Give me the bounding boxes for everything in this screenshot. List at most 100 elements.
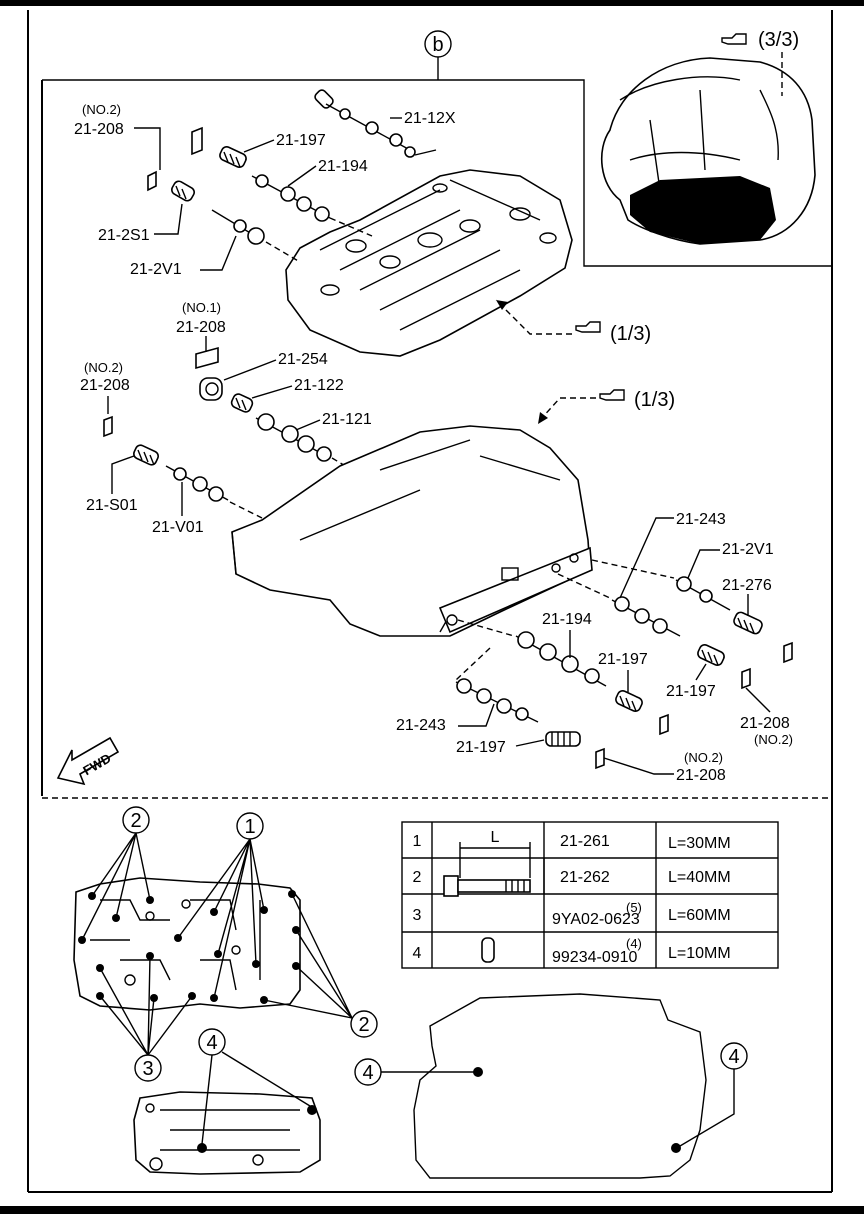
ref-3-3-hand-icon (721, 33, 747, 45)
leader-21-197-a (243, 139, 275, 153)
callout-4-left-leaders (201, 1051, 311, 1145)
leader-21-254 (223, 359, 277, 381)
callout-2-top-leaders (81, 832, 151, 941)
part-21-2v1-valve-a (211, 209, 265, 245)
fwd-direction-arrow: FWD (56, 736, 120, 786)
part-21-208-clip-no2-e (595, 713, 669, 770)
callout-3-leaders (99, 955, 193, 1056)
ref-1-3-top-leader (495, 299, 572, 335)
label-21-12x: 21-12X (404, 110, 456, 127)
ref-1-3-top-label: (1/3) (610, 323, 651, 345)
label-21-254: 21-254 (278, 351, 328, 368)
dash-upper-a (329, 217, 373, 237)
table-row3-no: 3 (413, 907, 422, 924)
label-21-197-c: 21-197 (666, 683, 716, 700)
leader-21-s01 (111, 455, 135, 494)
callout-1-text: 1 (244, 816, 255, 838)
label-21-243-a: 21-243 (676, 511, 726, 528)
label-21-v01: 21-V01 (152, 519, 204, 536)
gasket-dot-b (671, 1143, 681, 1153)
part-21-243-valve-b (455, 678, 539, 723)
label-21-243-b: 21-243 (396, 717, 446, 734)
bolt-location-valve-body (73, 877, 301, 1011)
table-row1-len: L=30MM (668, 835, 731, 852)
leader-21-2v1-b (687, 549, 720, 579)
part-21-243-valve-a (611, 596, 681, 637)
part-21-208-clip-no2-d (741, 641, 793, 690)
part-21-276-spring (733, 611, 763, 635)
ref-1-3-mid-label: (1/3) (634, 389, 675, 411)
table-row4-part: 99234-0910 (552, 949, 638, 966)
label-no2-d: (NO.2) (754, 732, 793, 747)
table-bolt-drawing: L (443, 829, 531, 897)
table-row3-len: L=60MM (668, 907, 731, 924)
dash-middle-b (229, 501, 263, 519)
table-row2-len: L=40MM (668, 869, 731, 886)
callout-2-right-circle (350, 1010, 378, 1038)
ref-1-3-mid-leader (539, 397, 596, 421)
label-no2-e: (NO.2) (684, 750, 723, 765)
pin-location-valve-body (133, 1091, 321, 1175)
callout-2-right-text: 2 (358, 1014, 369, 1036)
leader-21-208-a (134, 127, 161, 170)
pin-dot-a (197, 1143, 207, 1153)
label-no2-a: (NO.2) (82, 102, 121, 117)
bolt-spec-table (401, 821, 779, 969)
lower-valve-body (231, 425, 593, 637)
part-21-197-spring-a (219, 146, 247, 168)
callout-b-text: b (432, 34, 443, 56)
callout-1-leaders (177, 838, 265, 999)
table-row4-len: L=10MM (668, 945, 731, 962)
leader-21-208-d (745, 687, 771, 713)
part-21-s01-spring (133, 444, 159, 466)
part-21-254-plug (199, 377, 223, 401)
part-21-194-valve-b (515, 631, 607, 687)
callout-4-right-leader (679, 1069, 735, 1147)
ref-1-3-mid-hand-icon (599, 389, 625, 401)
label-21-2s1: 21-2S1 (98, 227, 150, 244)
leader-21-2v1-a (200, 235, 237, 271)
callout-4-left-text: 4 (206, 1032, 217, 1054)
dash-middle-a (331, 457, 353, 471)
part-21-2s1-spring (171, 180, 195, 202)
part-21-197-spring-d (545, 731, 581, 747)
part-21-2v1-valve-b (675, 576, 731, 611)
leader-21-197-c (695, 663, 707, 681)
label-21-s01: 21-S01 (86, 497, 138, 514)
label-21-208-a: 21-208 (74, 121, 124, 138)
table-row2-part: 21-262 (560, 869, 610, 886)
label-21-208-c: 21-208 (80, 377, 130, 394)
label-21-197-d: 21-197 (456, 739, 506, 756)
label-21-194-a: 21-194 (318, 158, 368, 175)
leader-21-197-d (515, 739, 545, 747)
callout-4-mid-text: 4 (362, 1062, 373, 1084)
callout-3-text: 3 (142, 1058, 153, 1080)
part-21-121-valve (255, 413, 332, 462)
label-21-208-b: 21-208 (176, 319, 226, 336)
part-21-197-spring-c (697, 644, 725, 666)
ref-3-3-label: (3/3) (758, 29, 799, 51)
table-row1-no: 1 (413, 833, 422, 850)
table-pin-drawing (481, 937, 495, 963)
leader-21-208-e (603, 757, 674, 775)
part-21-208-clip-no2-a (147, 126, 203, 192)
table-row1-part: 21-261 (560, 833, 610, 850)
dash-lower-d (455, 647, 491, 681)
table-row4-no: 4 (413, 945, 422, 962)
top-border-bar (0, 0, 864, 6)
leader-21-194-a (287, 165, 317, 187)
gasket-dot-a (473, 1067, 483, 1077)
leader-21-2s1 (154, 203, 183, 235)
label-21-194-b: 21-194 (542, 611, 592, 628)
part-21-122-spring (230, 393, 254, 413)
bottom-border-bar (0, 1206, 864, 1214)
callout-2-right-leaders (263, 893, 353, 1019)
ref-1-3-top-hand-icon (575, 321, 601, 333)
part-21-12x-valve (314, 89, 437, 158)
part-21-208-clip-no1 (195, 346, 219, 370)
label-no2-b: (NO.2) (84, 360, 123, 375)
label-21-276: 21-276 (722, 577, 772, 594)
table-row3-callout: (5) (626, 900, 642, 915)
gasket-outline (413, 993, 707, 1179)
